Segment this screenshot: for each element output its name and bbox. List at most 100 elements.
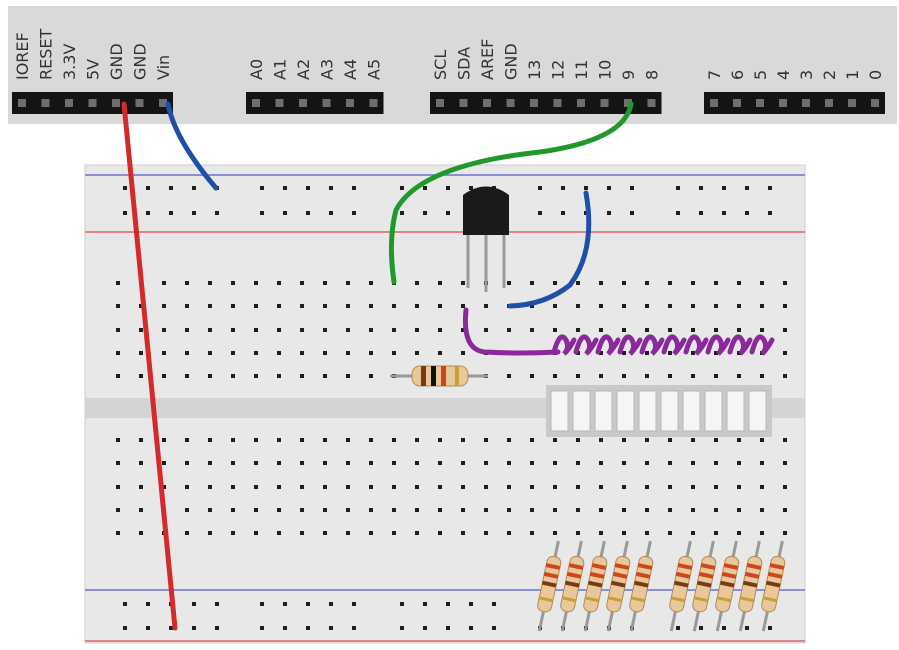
pin-label: 1: [843, 70, 862, 80]
breadboard-hole: [208, 374, 212, 378]
breadboard-hole: [369, 461, 373, 465]
breadboard-hole: [645, 531, 649, 535]
breadboard-hole: [415, 461, 419, 465]
breadboard-hole: [231, 304, 235, 308]
breadboard-hole: [668, 485, 672, 489]
breadboard-hole: [691, 328, 695, 332]
breadboard-hole: [300, 328, 304, 332]
segment-resistor: [669, 540, 694, 632]
breadboard-hole: [260, 602, 264, 606]
breadboard-hole: [668, 374, 672, 378]
purple-wire-coils: [551, 334, 775, 356]
breadboard-hole: [469, 186, 473, 190]
breadboard-hole: [323, 438, 327, 442]
breadboard-hole: [737, 531, 741, 535]
breadboard-hole: [392, 485, 396, 489]
breadboard-hole: [139, 461, 143, 465]
breadboard-hole: [192, 602, 196, 606]
breadboard-hole: [553, 328, 557, 332]
breadboard-hole: [254, 485, 258, 489]
breadboard-hole: [323, 281, 327, 285]
breadboard-hole: [369, 374, 373, 378]
breadboard-hole: [346, 351, 350, 355]
breadboard-hole: [599, 304, 603, 308]
breadboard-hole: [369, 328, 373, 332]
header-pin: [506, 99, 515, 107]
breadboard-hole: [277, 461, 281, 465]
pin-label: 11: [572, 60, 591, 80]
breadboard-hole: [507, 328, 511, 332]
breadboard-hole: [116, 438, 120, 442]
breadboard-hole: [208, 508, 212, 512]
breadboard-hole: [553, 485, 557, 489]
breadboard-hole: [116, 328, 120, 332]
breadboard-hole: [323, 328, 327, 332]
breadboard-hole: [576, 438, 580, 442]
breadboard-hole: [392, 508, 396, 512]
breadboard-hole: [760, 485, 764, 489]
breadboard-hole: [668, 461, 672, 465]
breadboard-hole: [116, 508, 120, 512]
breadboard-hole: [446, 211, 450, 215]
breadboard-hole: [277, 374, 281, 378]
breadboard-hole: [300, 531, 304, 535]
breadboard-hole: [530, 328, 534, 332]
breadboard-hole: [530, 374, 534, 378]
header-pin: [346, 99, 354, 107]
breadboard-hole: [323, 374, 327, 378]
breadboard-hole: [116, 374, 120, 378]
breadboard-hole: [768, 186, 772, 190]
breadboard-hole: [737, 461, 741, 465]
arduino-headers: [12, 92, 885, 114]
breadboard-hole: [645, 328, 649, 332]
breadboard-hole: [745, 186, 749, 190]
breadboard-hole: [768, 211, 772, 215]
breadboard-hole: [622, 531, 626, 535]
breadboard-hole: [438, 328, 442, 332]
breadboard-hole: [185, 304, 189, 308]
breadboard-hole: [162, 328, 166, 332]
segment-resistor: [629, 540, 654, 632]
breadboard-hole: [123, 602, 127, 606]
breadboard-hole: [208, 485, 212, 489]
breadboard-hole: [369, 438, 373, 442]
breadboard-hole: [254, 461, 258, 465]
breadboard-hole: [323, 304, 327, 308]
breadboard-hole: [553, 531, 557, 535]
header-pin: [848, 99, 856, 107]
segment-resistor: [537, 540, 562, 632]
header-pin: [600, 99, 609, 107]
breadboard-hole: [208, 438, 212, 442]
breadboard-hole: [139, 508, 143, 512]
breadboard-hole: [346, 461, 350, 465]
breadboard-hole: [484, 531, 488, 535]
breadboard-hole: [423, 186, 427, 190]
breadboard-hole: [415, 508, 419, 512]
breadboard-hole: [714, 374, 718, 378]
breadboard-hole: [415, 281, 419, 285]
breadboard-hole: [185, 438, 189, 442]
pin-label: IOREF: [13, 32, 32, 80]
breadboard-hole: [576, 281, 580, 285]
breadboard-hole: [300, 485, 304, 489]
breadboard-hole: [369, 351, 373, 355]
breadboard-hole: [392, 328, 396, 332]
breadboard-hole: [215, 626, 219, 630]
breadboard-hole: [185, 531, 189, 535]
breadboard-hole: [415, 351, 419, 355]
header-pin: [733, 99, 741, 107]
breadboard-hole: [691, 461, 695, 465]
breadboard-hole: [300, 351, 304, 355]
breadboard-hole: [300, 461, 304, 465]
breadboard-hole: [737, 281, 741, 285]
breadboard-hole: [507, 438, 511, 442]
breadboard-hole: [162, 304, 166, 308]
breadboard-hole: [553, 281, 557, 285]
breadboard-hole: [346, 438, 350, 442]
pin-label: 3.3V: [60, 44, 79, 80]
breadboard-hole: [691, 508, 695, 512]
breadboard-hole: [369, 485, 373, 489]
breadboard-hole: [306, 626, 310, 630]
breadboard-hole: [231, 438, 235, 442]
pin-label: AREF: [478, 39, 497, 80]
